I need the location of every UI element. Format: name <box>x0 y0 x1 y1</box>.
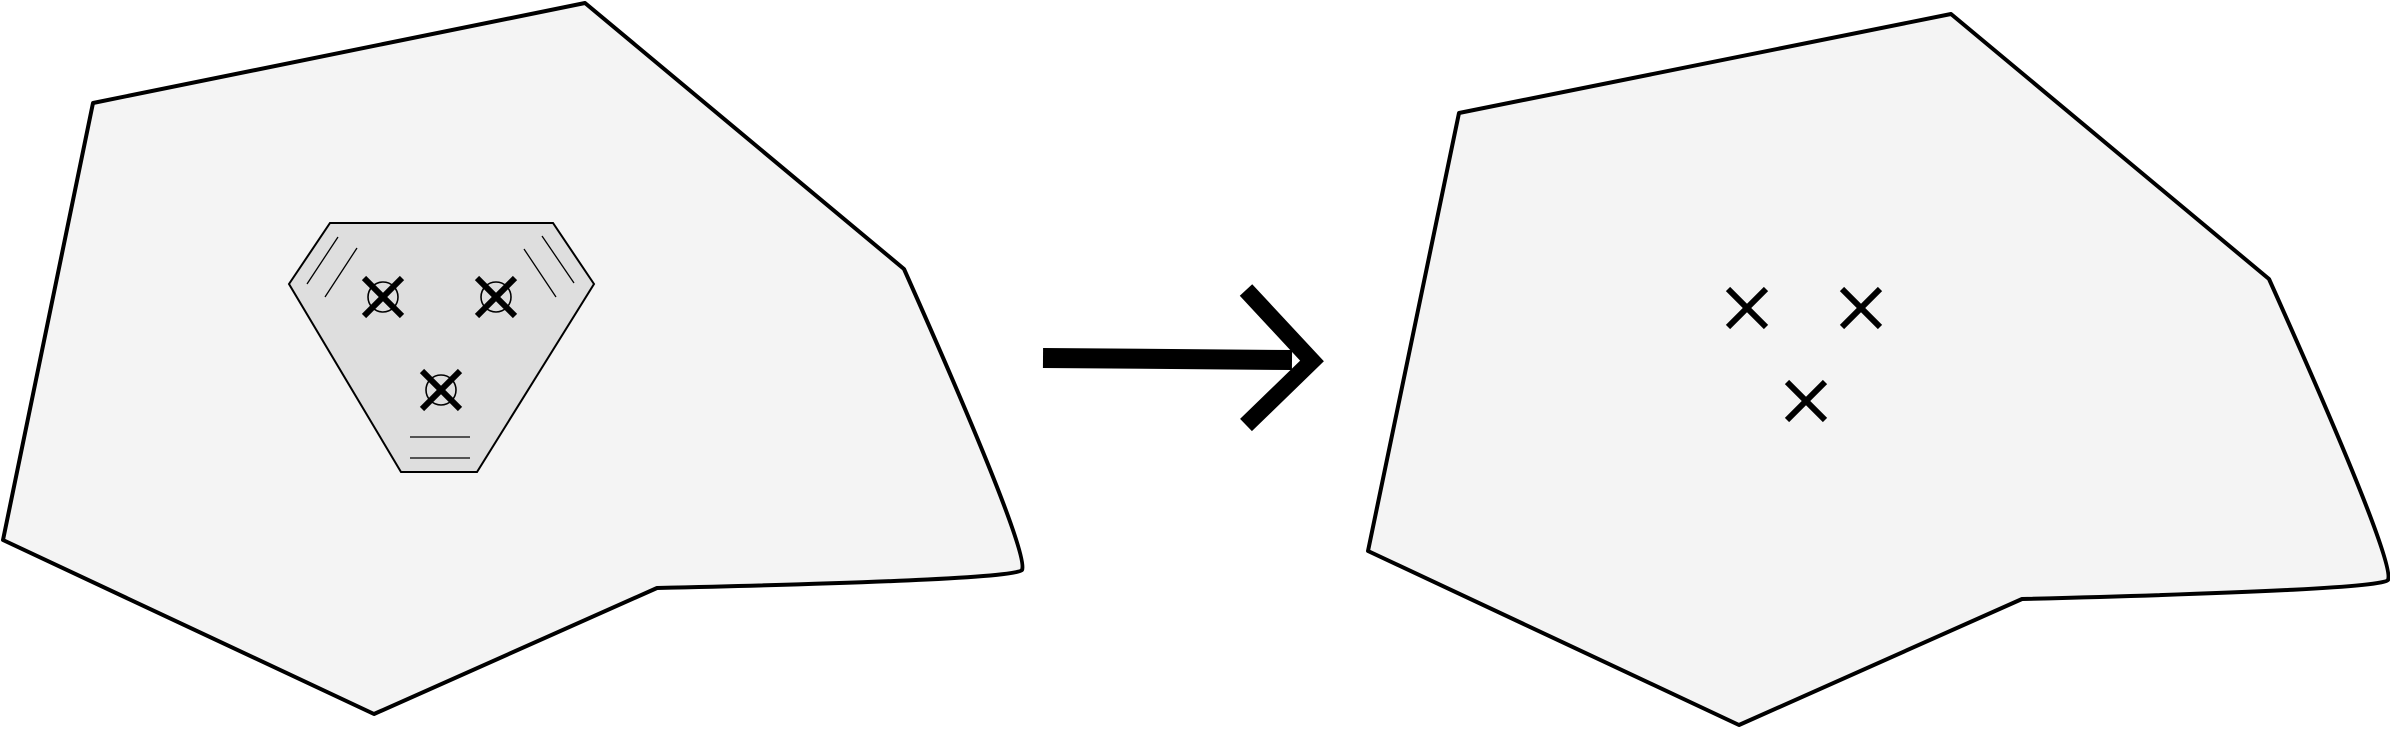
x-circle-marker-1 <box>361 275 405 319</box>
inner-triangle-region <box>287 222 596 473</box>
x-marker-3 <box>1784 379 1828 423</box>
inner-triangle-shape <box>287 222 596 473</box>
right-arrow-icon <box>1042 284 1324 432</box>
left-markers <box>361 275 518 412</box>
x-marker-1 <box>1725 286 1769 330</box>
x-marker-2 <box>1839 286 1883 330</box>
right-panel <box>1366 12 2390 727</box>
x-circle-marker-3 <box>419 368 463 412</box>
x-circle-marker-2 <box>474 275 518 319</box>
right-markers <box>1725 286 1883 423</box>
right-outer-region <box>1366 12 2390 727</box>
left-panel <box>1 1 1025 716</box>
inner-triangle-hatching <box>306 235 575 459</box>
